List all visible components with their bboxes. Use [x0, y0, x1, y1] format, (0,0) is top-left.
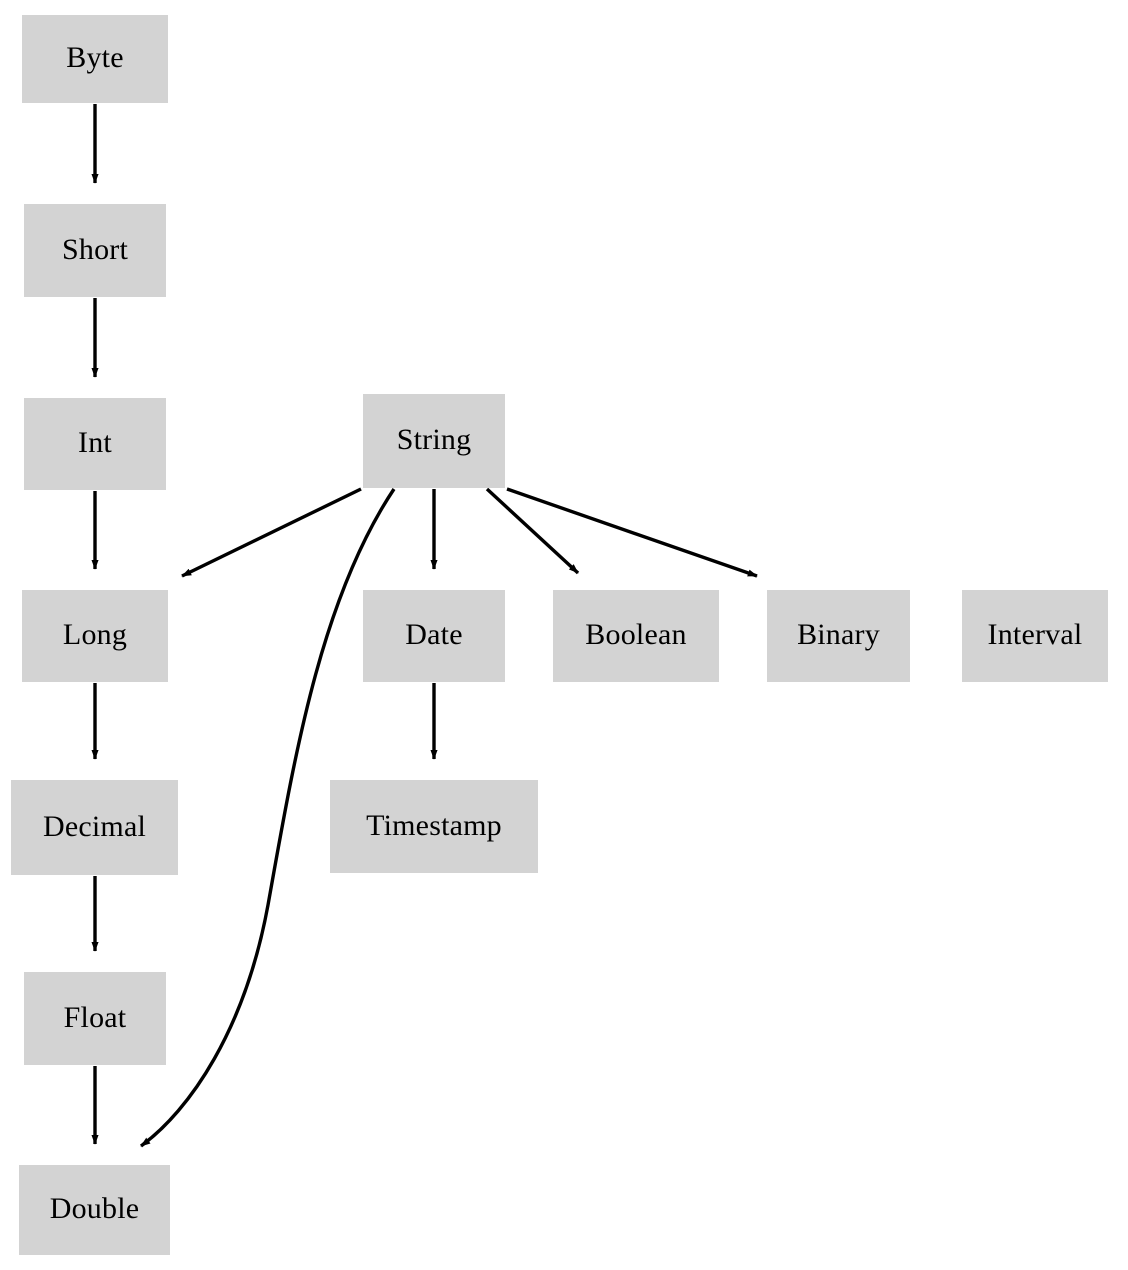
node-byte-label: Byte — [66, 41, 124, 74]
node-int[interactable]: Int — [24, 398, 166, 490]
node-interval[interactable]: Interval — [962, 590, 1108, 682]
node-float[interactable]: Float — [24, 972, 166, 1065]
node-boolean-label: Boolean — [585, 618, 687, 651]
node-double[interactable]: Double — [19, 1165, 170, 1255]
node-date-label: Date — [405, 618, 463, 651]
node-string[interactable]: String — [363, 394, 505, 488]
edge-string-boolean — [485, 487, 580, 575]
node-byte[interactable]: Byte — [22, 15, 168, 103]
node-timestamp[interactable]: Timestamp — [330, 780, 538, 873]
node-short-label: Short — [61, 232, 128, 266]
node-date[interactable]: Date — [363, 590, 505, 682]
node-short[interactable]: Short — [24, 204, 166, 297]
node-string-label: String — [396, 423, 472, 456]
node-decimal-label: Decimal — [42, 809, 147, 843]
node-binary-label: Binary — [797, 618, 880, 651]
edge-string-long — [181, 487, 362, 578]
node-boolean[interactable]: Boolean — [553, 590, 719, 682]
node-timestamp-label: Timestamp — [366, 808, 502, 842]
edge-string-binary — [506, 487, 758, 578]
node-int-label: Int — [78, 426, 112, 459]
node-interval-label: Interval — [987, 618, 1083, 651]
node-decimal[interactable]: Decimal — [11, 780, 178, 875]
node-float-label: Float — [63, 1000, 127, 1034]
node-long-label: Long — [62, 618, 128, 651]
node-binary[interactable]: Binary — [767, 590, 910, 682]
node-double-label: Double — [49, 1192, 140, 1225]
node-long[interactable]: Long — [22, 590, 168, 682]
